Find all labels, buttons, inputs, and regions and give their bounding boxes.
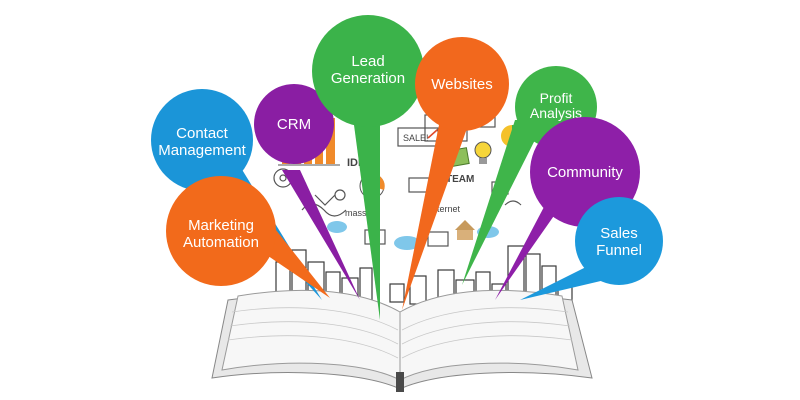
contact-management-line-2: Management xyxy=(158,142,246,159)
sales-funnel-line-2: Funnel xyxy=(596,242,642,259)
profit-analysis-line-2: Analysis xyxy=(530,105,582,121)
sales-funnel-line-1: Sales xyxy=(600,225,638,242)
contact-management-line-1: Contact xyxy=(176,125,229,142)
crm-label: CRM xyxy=(277,116,311,133)
cloud-doodles xyxy=(327,221,499,250)
lead-generation-line-1: Lead xyxy=(351,53,384,70)
marketing-automation-line-2: Automation xyxy=(183,234,259,251)
lead-generation-line-2: Generation xyxy=(331,70,405,87)
sales-funnel-bubble: Sales Funnel xyxy=(575,197,663,285)
websites-label: Websites xyxy=(431,76,492,93)
house-doodle xyxy=(455,220,475,240)
open-book xyxy=(211,289,593,392)
websites-bubble: Websites xyxy=(415,37,509,131)
marketing-automation-line-1: Marketing xyxy=(188,217,254,234)
sale-text: SALE! xyxy=(403,133,429,143)
lead-generation-bubble: Lead Generation xyxy=(312,15,424,127)
community-label: Community xyxy=(547,164,623,181)
sale-sign-doodle: SALE! xyxy=(397,127,439,147)
crm-bubble: CRM xyxy=(254,84,334,164)
team-text: TEAM xyxy=(446,174,474,185)
internet-text: internet xyxy=(430,204,461,214)
profit-analysis-line-1: Profit xyxy=(540,90,573,106)
contact-management-bubble: Contact Management xyxy=(151,89,253,191)
light-bulb-doodle xyxy=(474,141,492,164)
marketing-automation-bubble: Marketing Automation xyxy=(166,176,276,286)
mass-text: masse xyxy=(345,208,372,218)
